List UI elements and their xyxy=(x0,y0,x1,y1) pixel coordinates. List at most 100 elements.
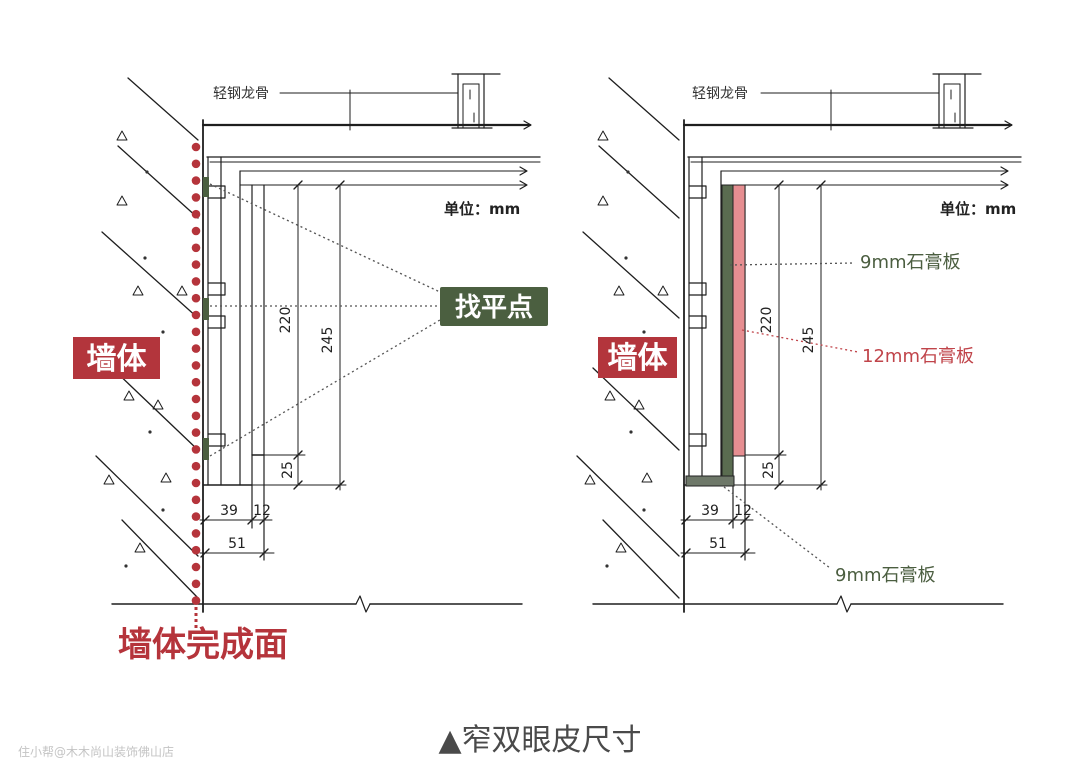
wall-hatch-line xyxy=(95,455,199,557)
wall-label: 墙体 xyxy=(608,341,669,376)
gypsum-board-12mm xyxy=(732,184,746,457)
concrete-aggregate-dot xyxy=(642,508,646,512)
arrowhead xyxy=(1004,120,1013,130)
gypsum-board-bottom-label: 9mm石膏板 xyxy=(835,564,936,586)
dimension-vertical-total: 245 xyxy=(320,327,336,354)
dimension-tick xyxy=(740,548,750,558)
wall-finish-dot xyxy=(191,159,201,169)
break-symbol xyxy=(836,595,852,613)
keel-clip xyxy=(688,282,707,296)
keel-clip xyxy=(207,315,226,329)
dimension-horizontal-outer: 39 xyxy=(701,503,719,519)
arrowhead xyxy=(523,120,532,130)
concrete-aggregate-mark xyxy=(176,285,188,296)
wall-finish-dot xyxy=(191,394,201,404)
wall-finish-dot xyxy=(191,562,201,572)
concrete-aggregate-mark xyxy=(604,390,616,401)
dimension-tick xyxy=(681,548,691,558)
watermark: 住小帮@木木尚山装饰佛山店 xyxy=(18,745,174,759)
arrowhead xyxy=(1000,180,1009,190)
dimension-horizontal-inner: 12 xyxy=(253,503,271,519)
dimension-tick xyxy=(293,480,303,490)
left-diagram-drawing xyxy=(95,73,541,628)
concrete-aggregate-dot xyxy=(161,330,165,334)
dimension-tick xyxy=(247,515,257,525)
dimension-tick xyxy=(774,180,784,190)
concrete-aggregate-dot xyxy=(624,256,628,260)
wall-label-box xyxy=(73,337,160,379)
wall-finish-dot xyxy=(191,428,201,437)
concrete-aggregate-mark xyxy=(152,399,164,410)
wall-finish-dot xyxy=(191,176,201,185)
dimension-vertical-inner: 220 xyxy=(759,307,775,334)
concrete-aggregate-dot xyxy=(124,564,128,568)
wall-label: 墙体 xyxy=(87,342,148,377)
gypsum-board-top-leader xyxy=(729,262,856,266)
dimension-vertical-step: 25 xyxy=(761,461,777,479)
wall-finish-dot xyxy=(191,478,201,488)
keel-clip xyxy=(207,185,226,199)
wall-hatch-line xyxy=(101,231,199,319)
concrete-aggregate-dot xyxy=(145,170,149,174)
wall-hatch-line xyxy=(127,77,199,141)
dimension-tick xyxy=(293,180,303,190)
keel-clip xyxy=(688,185,707,199)
dimension-horizontal-total: 51 xyxy=(709,536,727,552)
wall-finish-dot xyxy=(191,327,201,337)
wall-finish-label: 墙体完成面 xyxy=(118,625,288,665)
concrete-aggregate-mark xyxy=(657,285,669,296)
concrete-aggregate-mark xyxy=(641,472,653,483)
wall-hatch-line xyxy=(608,77,680,141)
gypsum-board-9mm-bottom xyxy=(685,475,735,487)
dimension-vertical-step: 25 xyxy=(280,461,296,479)
wall-finish-dot xyxy=(191,377,201,387)
leveling-point-mark xyxy=(203,177,209,197)
wall-hatch-line xyxy=(117,145,199,219)
wall-finish-dot xyxy=(191,545,201,555)
wall-finish-dot xyxy=(191,193,201,202)
dimension-tick xyxy=(681,515,691,525)
wall-hatch-line xyxy=(602,519,680,599)
concrete-aggregate-dot xyxy=(143,256,147,260)
concrete-aggregate-mark xyxy=(160,472,172,483)
keel-clip xyxy=(207,433,226,447)
arrowhead xyxy=(519,166,528,176)
wall-finish-dot xyxy=(191,529,201,538)
wall-finish-dot xyxy=(191,512,201,521)
dimension-tick xyxy=(200,548,210,558)
concrete-aggregate-dot xyxy=(629,430,633,434)
concrete-aggregate-dot xyxy=(642,330,646,334)
unit-label: 单位：mm xyxy=(444,200,520,218)
wall-hatch-line xyxy=(576,455,680,557)
wall-finish-dot xyxy=(191,209,201,219)
gypsum-board-9mm-vertical xyxy=(721,184,734,482)
wall-label-tag: 墙体 xyxy=(73,337,160,379)
dimension-tick xyxy=(293,450,303,460)
wall-finish-dot xyxy=(191,243,201,253)
dimension-tick xyxy=(259,548,269,558)
concrete-aggregate-mark xyxy=(103,474,115,485)
concrete-aggregate-dot xyxy=(161,508,165,512)
concrete-aggregate-dot xyxy=(605,564,609,568)
concrete-aggregate-dot xyxy=(148,430,152,434)
dimension-tick xyxy=(816,180,826,190)
wall-finish-dot xyxy=(191,579,201,589)
concrete-aggregate-mark xyxy=(116,130,128,141)
gypsum-board-middle-label: 12mm石膏板 xyxy=(862,345,974,367)
keel-label: 轻钢龙骨 xyxy=(692,86,748,102)
leveling-point-label: 找平点 xyxy=(455,292,533,323)
figure-caption: ▲窄双眼皮尺寸 xyxy=(438,723,641,758)
wall-finish-dot xyxy=(191,277,201,286)
dimension-tick xyxy=(816,480,826,490)
left-diagram-labels: 轻钢龙骨 单位：mm 找平点 墙体 墙体完成面 220 245 25 39 12… xyxy=(73,86,548,665)
concrete-aggregate-mark xyxy=(597,195,609,206)
wall-finish-dot xyxy=(191,344,201,353)
dimension-tick xyxy=(200,515,210,525)
concrete-aggregate-mark xyxy=(613,285,625,296)
dimension-tick xyxy=(335,480,345,490)
right-diagram-labels: 轻钢龙骨 单位：mm 墙体 9mm石膏板 12mm石膏板 9mm石膏板 220 … xyxy=(598,86,1016,586)
dimension-tick xyxy=(774,450,784,460)
wall-finish-dot xyxy=(191,310,201,320)
dimension-tick xyxy=(774,480,784,490)
